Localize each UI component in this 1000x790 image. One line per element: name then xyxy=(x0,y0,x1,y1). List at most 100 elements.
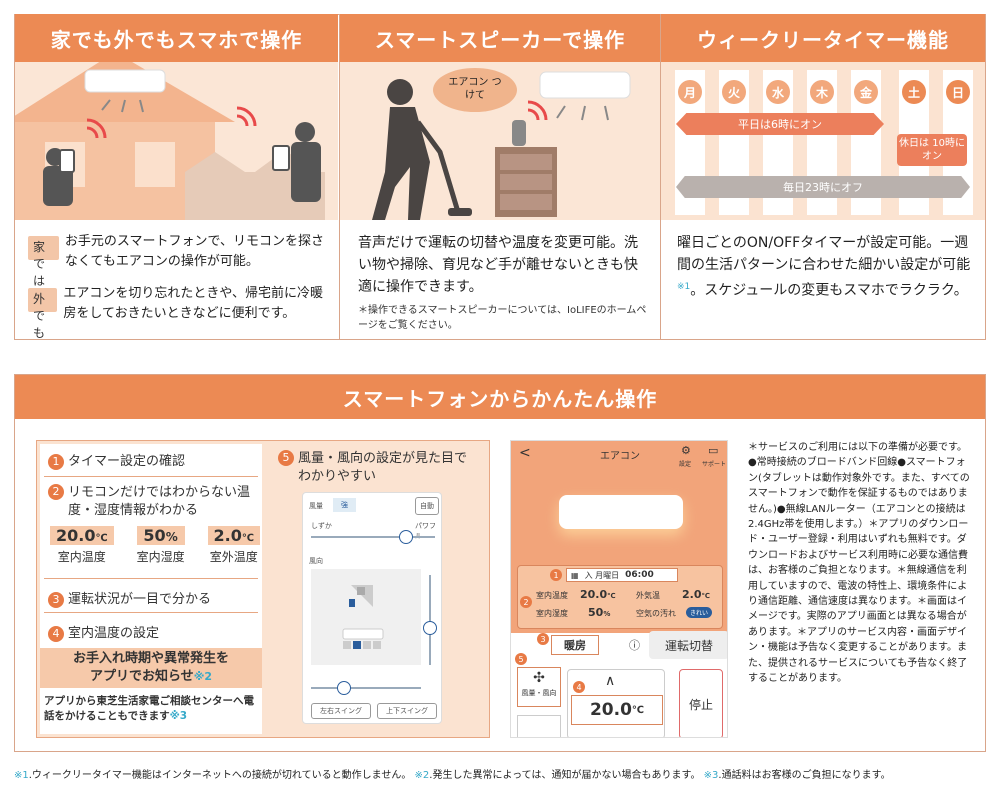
out-temp: 2.0℃ xyxy=(682,588,710,601)
in-hum-label: 室内湿度 xyxy=(536,609,568,618)
separator xyxy=(44,578,258,579)
in-temp-unit: ℃ xyxy=(607,592,616,600)
day-tue: 火 xyxy=(722,80,746,104)
air-label: 空気の汚れ xyxy=(636,609,676,618)
num-1-icon: 1 xyxy=(550,569,562,581)
item-3-text: 運転状況が一目で分かる xyxy=(68,592,212,607)
separator xyxy=(44,612,258,613)
in-temp: 20.0℃ xyxy=(580,588,616,601)
home-text: お手元のスマートフォンで、リモコンを探さなくてもエアコンの操作が可能。 xyxy=(64,234,324,269)
speaker-scene-icon xyxy=(340,62,660,220)
panel3-text-a: 曜日ごとのON/OFFタイマーが設定可能。一週間の生活パターンに合わせた細かい設… xyxy=(677,235,971,273)
day-sat: 土 xyxy=(902,80,926,104)
timer-box: ▦ 入 月曜日 06:00 xyxy=(566,568,678,582)
num-3-icon: 3 xyxy=(537,633,549,645)
footer-note-2: .発生した異常によっては、通知が届かない場合もあります。 xyxy=(429,770,701,781)
item-2-text: リモコンだけではわからない温度・湿度情報がわかる xyxy=(68,485,251,518)
fan-slider[interactable] xyxy=(311,536,435,538)
in-temp-value: 20.0 xyxy=(580,588,608,601)
num-5-icon: 5 xyxy=(515,653,527,665)
home-label: 家では xyxy=(28,236,59,288)
contact-text: アプリから東芝生活家電ご相談センターへ電話をかけることもできます※3 xyxy=(44,694,262,724)
fan-button-label: 風量・風向 xyxy=(521,689,557,697)
set-temp: 20.0 xyxy=(589,700,632,720)
reading-value: 2.0 xyxy=(213,526,242,545)
in-hum-value: 50 xyxy=(588,606,604,619)
panel2-illustration: エアコン つけて xyxy=(340,62,660,220)
reading-value: 20.0 xyxy=(56,526,96,545)
weekday-bar: 平日は6時にオン xyxy=(676,113,884,135)
reading-label: 室内温度 xyxy=(57,550,106,564)
footer-ref-3: ※3 xyxy=(703,770,719,781)
reading-value-box: 2.0℃ xyxy=(207,526,260,545)
sub-button[interactable] xyxy=(517,715,561,737)
fan-auto-button[interactable]: 自動 xyxy=(415,497,439,515)
ac-unit-image xyxy=(559,495,683,529)
temp-control xyxy=(567,669,665,737)
fan-power-label: パワフル xyxy=(415,522,436,540)
ud-swing-button[interactable]: 上下スイング xyxy=(377,703,437,719)
mode-box: 暖房 xyxy=(551,635,599,655)
out-text: エアコンを切り忘れたときや、帰宅前に冷暖房をしておきたいときなどに便利です。 xyxy=(63,286,324,321)
reading-label: 室外温度 xyxy=(209,550,258,564)
num-2-icon: 2 xyxy=(48,484,64,500)
fan-button[interactable]: ✣ 風量・風向 xyxy=(517,667,561,707)
reading-indoor-temp: 20.0℃ 室内温度 xyxy=(50,526,114,565)
panel3-title: ウィークリータイマー機能 xyxy=(661,14,985,62)
panel1-title: 家でも外でもスマホで操作 xyxy=(15,14,338,62)
fan-slider-knob[interactable] xyxy=(399,530,413,544)
footer-note-3: .通話料はお客様のご負担になります。 xyxy=(718,770,891,781)
vertical-slider-knob[interactable] xyxy=(423,621,437,635)
reading-label: 室内湿度 xyxy=(136,550,185,564)
item-1-text: タイマー設定の確認 xyxy=(68,454,186,469)
gear-icon[interactable]: ⚙ xyxy=(681,444,691,457)
horizontal-slider[interactable] xyxy=(311,687,421,689)
divider xyxy=(660,14,661,340)
fan-panel: 風量 強 自動 しずか パワフル 風向 左右スイング 上下スイング xyxy=(302,492,442,724)
settings-label: 設定 xyxy=(679,461,692,468)
reading-unit: % xyxy=(165,530,178,544)
direction-label: 風向 xyxy=(309,557,323,565)
out-label: 外でも xyxy=(28,288,58,340)
panel2-text: 音声だけで運転の切替や温度を変更可能。洗い物や掃除、育児など手が離せないときも快… xyxy=(358,235,638,295)
vertical-slider[interactable] xyxy=(429,575,431,665)
calendar-icon: ▦ xyxy=(571,570,579,580)
mode-switch-button[interactable]: 運転切替 xyxy=(649,631,727,659)
day-fri: 金 xyxy=(854,80,878,104)
reading-value-box: 50% xyxy=(136,526,185,545)
notice-b-text: アプリでお知らせ xyxy=(89,669,194,684)
num-3-icon: 3 xyxy=(48,591,64,608)
num-4-icon: 4 xyxy=(48,625,64,642)
panel2-note: ＊操作できるスマートスピーカーについては、IoLIFEのホームページをご覧くださ… xyxy=(358,305,647,331)
panel2-title: スマートスピーカーで操作 xyxy=(340,14,660,62)
info-icon[interactable]: ⓘ xyxy=(629,639,640,652)
support-label: サポート xyxy=(702,461,727,468)
in-hum-unit: % xyxy=(603,610,611,618)
stop-button[interactable]: 停止 xyxy=(679,669,723,737)
set-temp-unit: ℃ xyxy=(631,704,645,716)
temp-up-button[interactable]: ∧ xyxy=(605,673,616,689)
timer-time: 06:00 xyxy=(625,570,654,580)
day-mon: 月 xyxy=(678,80,702,104)
fan-quiet-label: しずか xyxy=(311,522,332,530)
lr-swing-button[interactable]: 左右スイング xyxy=(311,703,371,719)
footer: ※1.ウィークリータイマー機能はインターネットへの接続が切れていると動作しません… xyxy=(14,766,986,781)
reading-indoor-humidity: 50% 室内湿度 xyxy=(136,526,185,565)
item-5-text: 風量・風向の設定が見た目でわかりやすい xyxy=(298,451,468,484)
footnote-ref-1: ※1 xyxy=(677,282,691,292)
air-badge: きれい xyxy=(686,607,713,618)
back-button[interactable]: < xyxy=(519,445,531,461)
fan-strong: 強 xyxy=(333,498,356,512)
house-scene-icon xyxy=(15,62,338,220)
horizontal-slider-knob[interactable] xyxy=(337,681,351,695)
chat-icon[interactable]: ▭ xyxy=(708,444,719,457)
speech-bubble: エアコン つけて xyxy=(448,77,502,101)
info-panel: 1 ▦ 入 月曜日 06:00 2 室内温度 20.0℃ 外気温 2.0℃ 室内… xyxy=(517,565,723,629)
panel3-text-b: 。スケジュールの変更もスマホでラクラク。 xyxy=(690,282,968,299)
reading-value: 50 xyxy=(143,526,166,545)
footer-ref-1: ※1 xyxy=(14,770,29,781)
day-wed: 水 xyxy=(766,80,790,104)
